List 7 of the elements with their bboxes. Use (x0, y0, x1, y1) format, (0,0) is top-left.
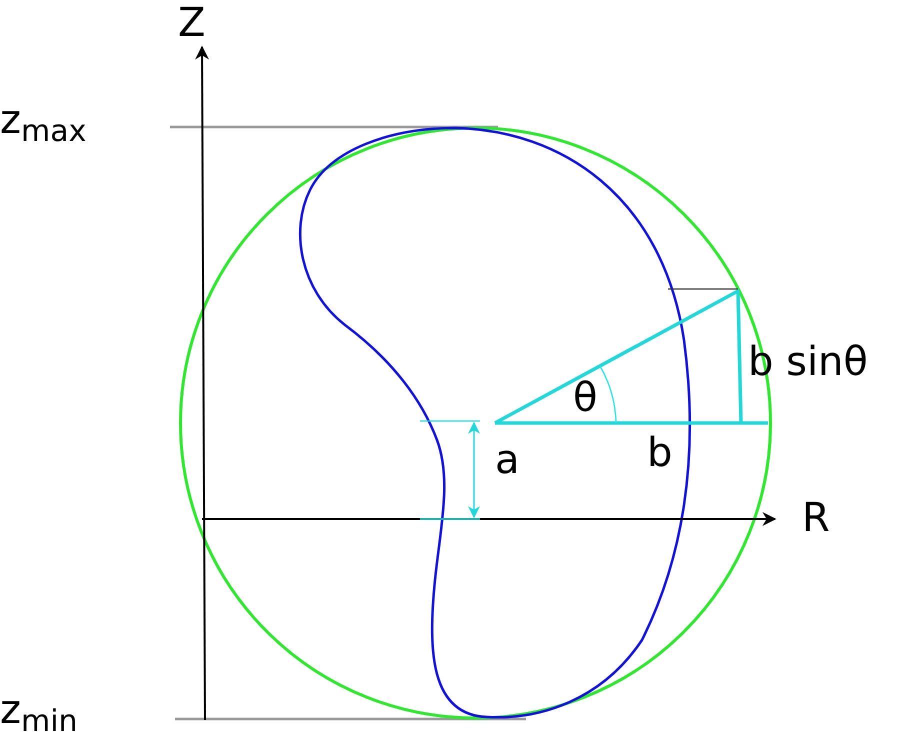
axis-label: Z (178, 3, 206, 43)
axis-label: R (802, 498, 830, 538)
axis-label: z$_{max}$ (0, 100, 86, 147)
length-label: b (647, 433, 672, 473)
length-label: a (495, 440, 520, 480)
angle-label: θ (573, 378, 598, 418)
axis-label: z$_{min}$ (0, 690, 78, 737)
